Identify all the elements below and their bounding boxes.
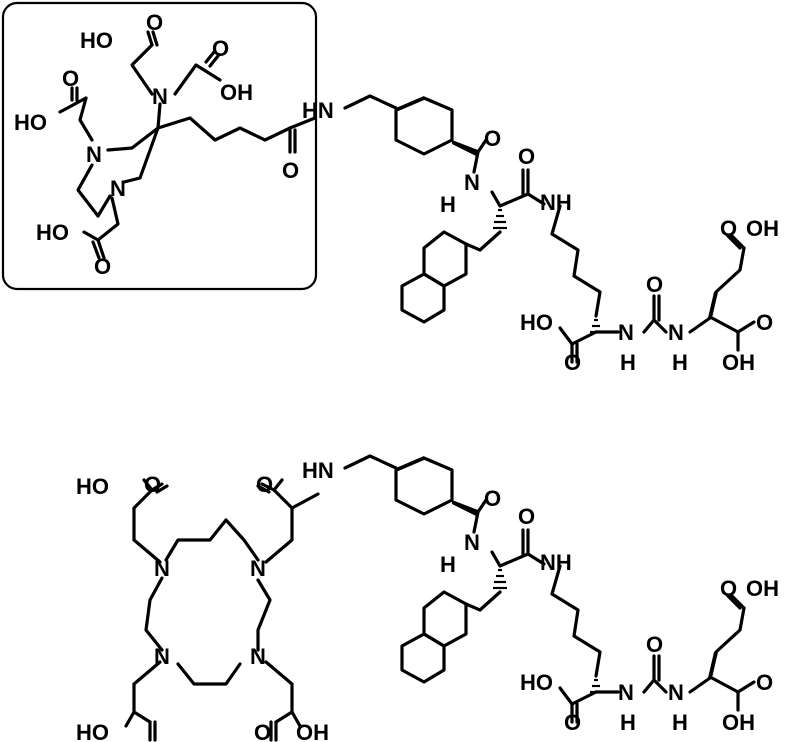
top-label-oh-2: OH	[746, 216, 779, 241]
bottom-label-h-urea-1: H	[620, 710, 636, 735]
bottom-molecule: HO O O N N N N HO O OH	[76, 454, 779, 742]
top-label-oh-1: OH	[220, 80, 253, 105]
bottom-label-n-peptide: N	[464, 530, 480, 555]
top-label-o-9: O	[646, 272, 663, 297]
top-label-n-urea-2: N	[668, 320, 684, 345]
top-chelator-labels: HO O N O OH O HO N N HO O O	[14, 10, 299, 279]
top-label-hn: HN	[302, 98, 334, 123]
bottom-label-n-4: N	[250, 644, 266, 669]
top-label-o-5: O	[282, 158, 299, 183]
bottom-dota-bonds	[124, 478, 320, 742]
bottom-label-o-4: O	[484, 486, 501, 511]
top-molecule: HO O N O OH O HO N N HO O O	[1, 1, 779, 375]
top-label-n-ring-1: N	[86, 142, 102, 167]
bottom-label-n-1: N	[154, 556, 170, 581]
top-label-ho-3: HO	[36, 220, 69, 245]
top-label-h-urea-2: H	[672, 350, 688, 375]
top-label-n-peptide: N	[464, 170, 480, 195]
top-label-o-1: O	[146, 10, 163, 35]
top-linker-labels: HN O N H O NH HO O N H O N H O OH O OH	[302, 98, 779, 375]
top-label-o-3: O	[62, 66, 79, 91]
bottom-label-o-7: O	[646, 632, 663, 657]
top-label-o-2: O	[212, 36, 229, 61]
top-label-ho-2: HO	[14, 110, 47, 135]
top-label-h-urea-1: H	[620, 350, 636, 375]
bottom-label-n-urea-1: N	[618, 680, 634, 705]
bottom-label-oh-1: OH	[296, 720, 329, 742]
bottom-label-o-9: O	[756, 670, 773, 695]
top-label-ho-4: HO	[520, 310, 553, 335]
top-label-ho-1: HO	[80, 28, 113, 53]
top-label-nh-1: NH	[540, 190, 572, 215]
bottom-label-ho-1: HO	[76, 474, 109, 499]
top-label-oh-3: OH	[722, 350, 755, 375]
bottom-dota-labels: HO O O N N N N HO O OH	[76, 472, 329, 742]
top-label-h-peptide: H	[440, 192, 456, 217]
bottom-label-o-1: O	[144, 472, 161, 497]
bottom-label-o-8: O	[720, 576, 737, 601]
top-label-o-8: O	[564, 350, 581, 375]
bottom-label-o-5: O	[518, 504, 535, 529]
chelator-highlight-box	[1, 1, 318, 291]
bottom-label-nh-1: NH	[540, 550, 572, 575]
bottom-label-ho-3: HO	[520, 670, 553, 695]
bottom-linker-bonds	[343, 454, 756, 724]
bottom-label-h-peptide: H	[440, 552, 456, 577]
top-label-o-6: O	[484, 126, 501, 151]
top-label-o-11: O	[756, 310, 773, 335]
bottom-label-n-2: N	[250, 556, 266, 581]
bottom-label-o-3: O	[254, 720, 271, 742]
bottom-label-o-2: O	[256, 472, 273, 497]
top-linker-bonds	[343, 94, 756, 364]
top-label-o-7: O	[518, 144, 535, 169]
bottom-label-n-urea-2: N	[668, 680, 684, 705]
bottom-label-ho-2: HO	[76, 720, 109, 742]
bottom-label-h-urea-2: H	[672, 710, 688, 735]
bottom-label-oh-2: OH	[746, 576, 779, 601]
bottom-label-n-3: N	[154, 644, 170, 669]
top-label-o-4: O	[94, 254, 111, 279]
bottom-label-hn: HN	[302, 458, 334, 483]
top-label-n-amine: N	[152, 84, 168, 109]
top-label-n-ring-2: N	[110, 176, 126, 201]
top-label-n-urea-1: N	[618, 320, 634, 345]
bottom-linker-labels: HN O N H O NH HO O N H O N H O OH O OH	[302, 458, 779, 735]
bottom-label-oh-3: OH	[722, 710, 755, 735]
top-label-o-10: O	[720, 216, 737, 241]
top-chelator-bonds	[58, 30, 317, 260]
bottom-label-o-6: O	[564, 710, 581, 735]
